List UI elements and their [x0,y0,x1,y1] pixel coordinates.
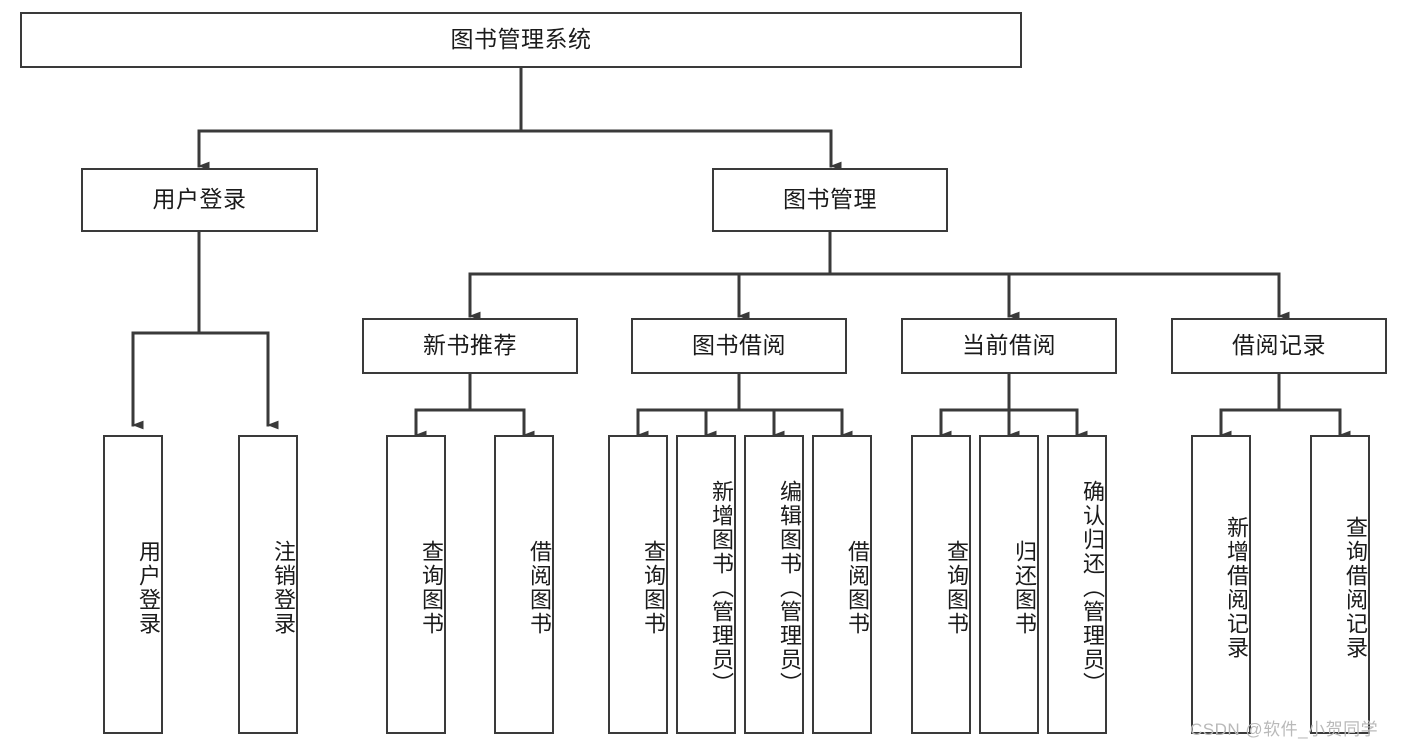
leaf-query-record[interactable]: 查询借阅记录 [1310,435,1370,734]
leaf-logout-login[interactable]: 注销登录 [238,435,298,734]
leaf-label: 新增图书（管理员） [709,479,734,696]
leaf-label: 归还图书 [1012,539,1037,636]
leaf-label: 借阅图书 [527,539,552,636]
node-new-book-recommend[interactable]: 新书推荐 [362,318,578,374]
leaf-label: 注销登录 [271,539,296,636]
leaf-borrow-book-1[interactable]: 借阅图书 [494,435,554,734]
csdn-watermark: CSDN @软件_小贺同学 [1190,720,1379,739]
leaf-label: 查询图书 [944,539,969,636]
node-root-system[interactable]: 图书管理系统 [20,12,1022,68]
leaf-query-book-3[interactable]: 查询图书 [911,435,971,734]
node-book-manage[interactable]: 图书管理 [712,168,948,232]
leaf-query-book-1[interactable]: 查询图书 [386,435,446,734]
leaf-label: 用户登录 [136,539,161,636]
leaf-return-book[interactable]: 归还图书 [979,435,1039,734]
node-borrow-record[interactable]: 借阅记录 [1171,318,1387,374]
leaf-label: 查询借阅记录 [1343,515,1368,660]
leaf-label: 查询图书 [641,539,666,636]
leaf-label: 确认归还（管理员） [1080,479,1105,696]
node-book-borrow[interactable]: 图书借阅 [631,318,847,374]
leaf-user-login[interactable]: 用户登录 [103,435,163,734]
leaf-edit-book[interactable]: 编辑图书（管理员） [744,435,804,734]
leaf-add-record[interactable]: 新增借阅记录 [1191,435,1251,734]
leaf-label: 新增借阅记录 [1224,515,1249,660]
leaf-borrow-book-2[interactable]: 借阅图书 [812,435,872,734]
leaf-label: 借阅图书 [845,539,870,636]
leaf-confirm-return[interactable]: 确认归还（管理员） [1047,435,1107,734]
leaf-label: 编辑图书（管理员） [777,479,802,696]
node-current-borrow[interactable]: 当前借阅 [901,318,1117,374]
leaf-label: 查询图书 [419,539,444,636]
node-user-login[interactable]: 用户登录 [81,168,318,232]
leaf-query-book-2[interactable]: 查询图书 [608,435,668,734]
leaf-add-book[interactable]: 新增图书（管理员） [676,435,736,734]
